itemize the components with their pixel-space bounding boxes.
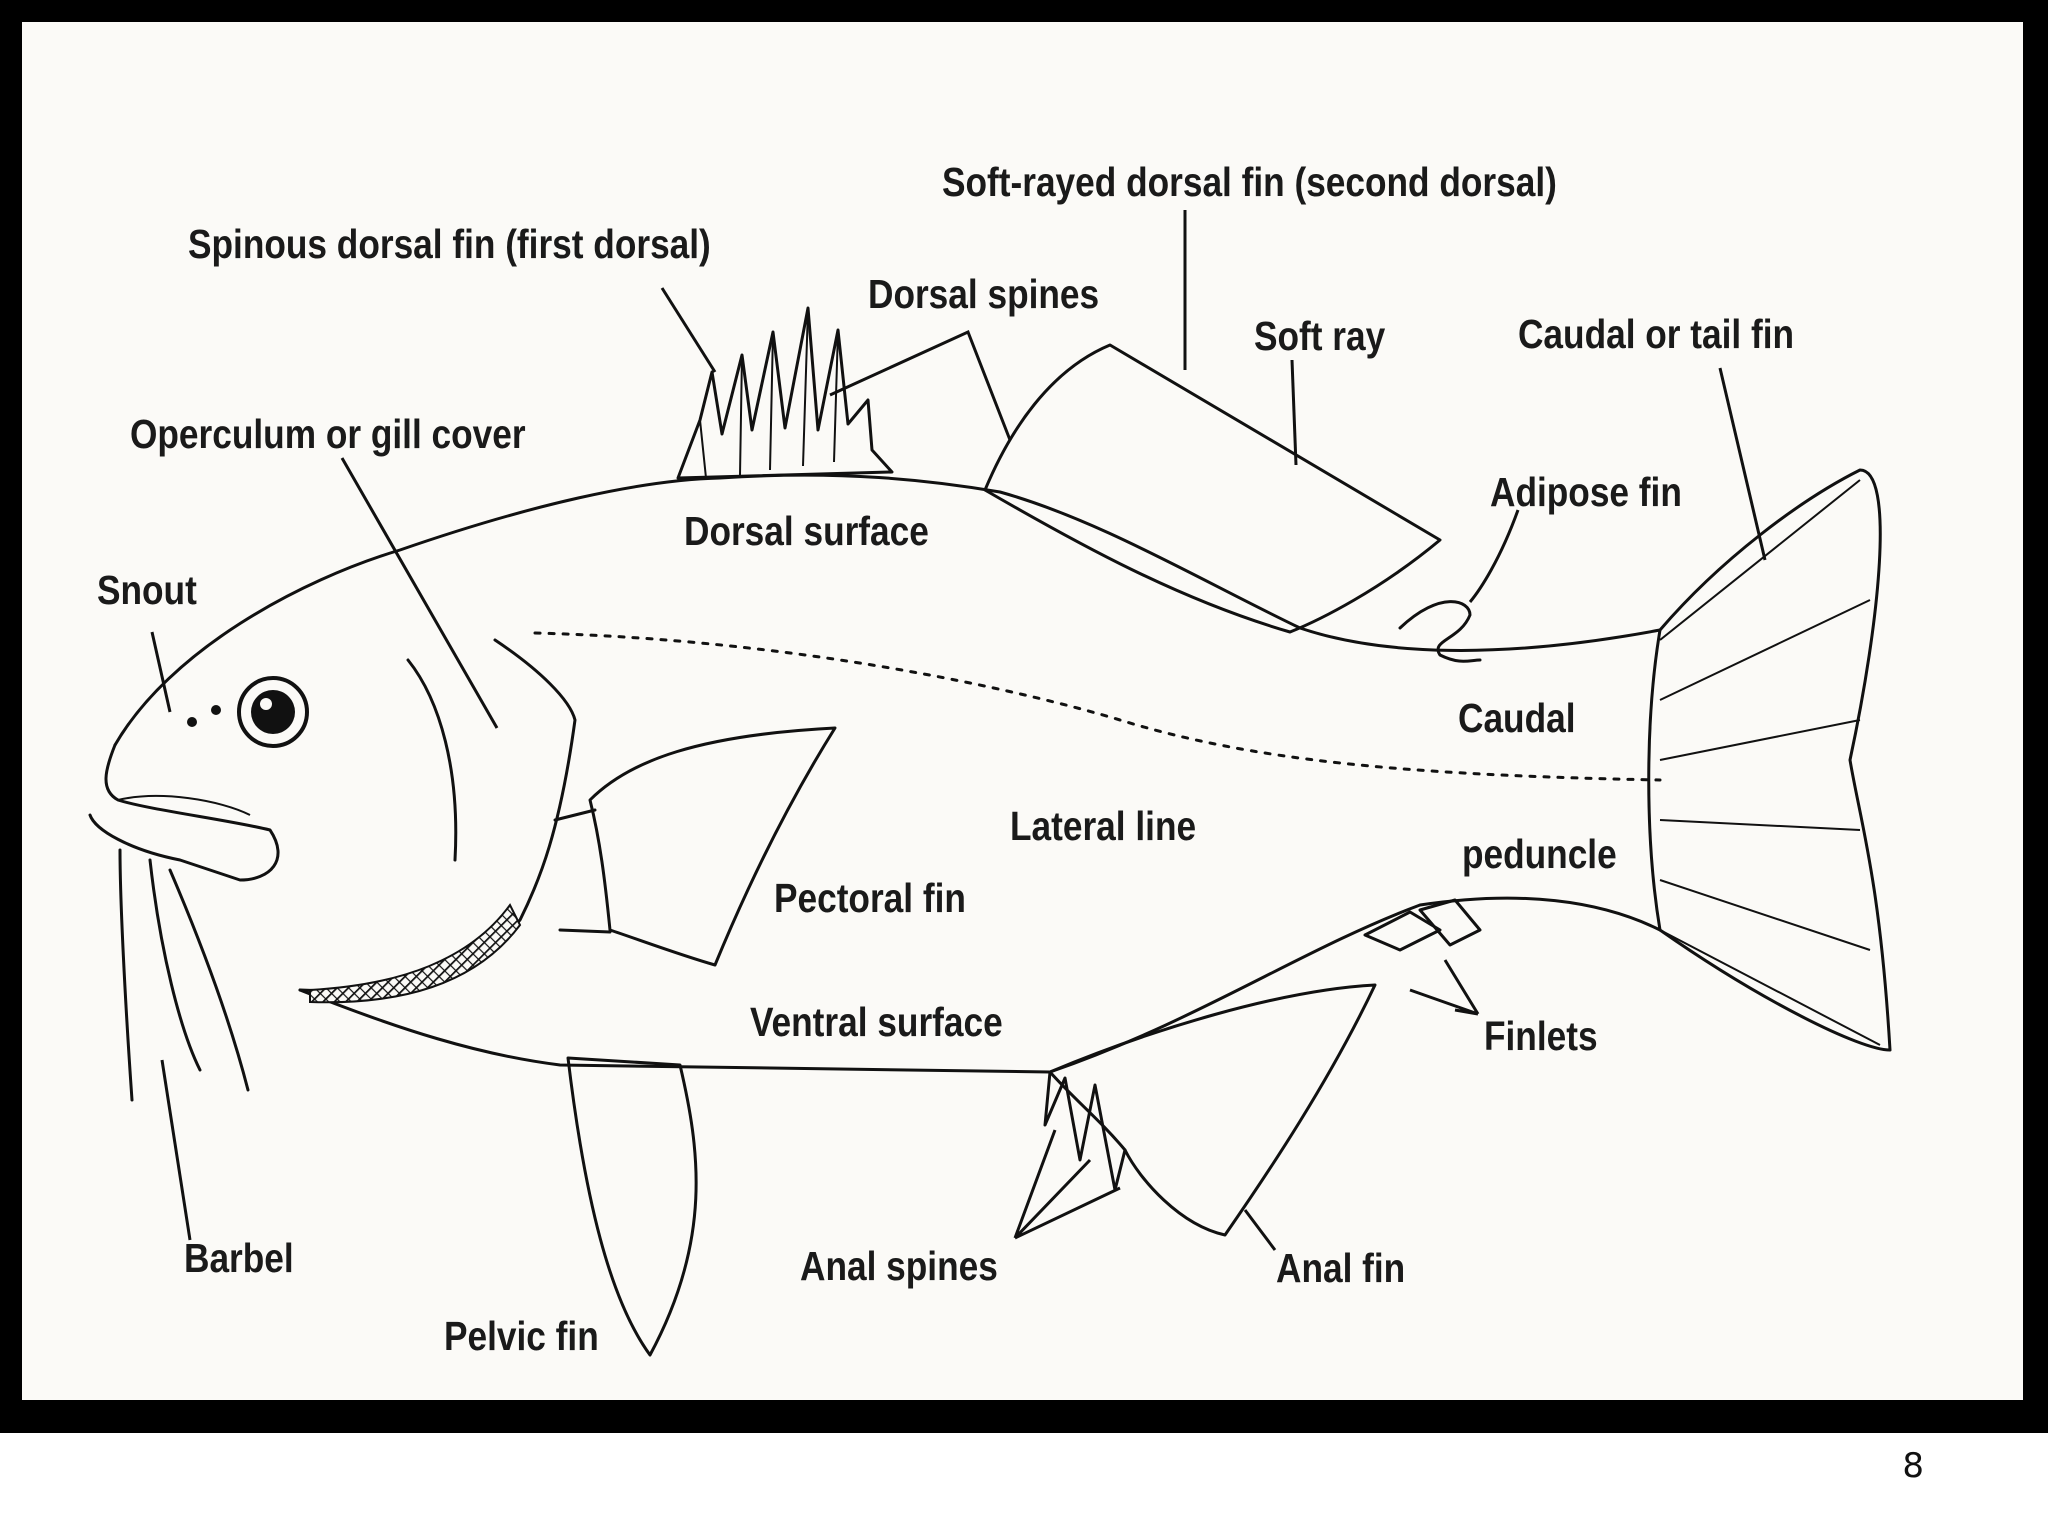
diagram-panel xyxy=(22,22,2023,1400)
label-soft-ray: Soft ray xyxy=(1254,314,1386,360)
leader-lines xyxy=(150,210,1767,1251)
pelvic-fin xyxy=(566,1056,698,1357)
label-dorsal-spines: Dorsal spines xyxy=(868,272,1099,318)
label-pelvic-fin: Pelvic fin xyxy=(444,1314,599,1360)
label-peduncle: peduncle xyxy=(1462,832,1617,878)
finlets xyxy=(1363,898,1482,952)
label-caudal: Caudal xyxy=(1458,696,1575,742)
fish-anatomy-diagram: Soft-rayed dorsal fin (second dorsal) Sp… xyxy=(88,160,1892,1360)
soft-rayed-dorsal-fin xyxy=(983,343,1442,634)
lateral-line xyxy=(533,631,1662,782)
label-adipose-fin: Adipose fin xyxy=(1490,470,1682,516)
pectoral-fin xyxy=(553,726,837,967)
fish-body xyxy=(88,473,1662,1102)
eye xyxy=(187,676,309,748)
label-finlets: Finlets xyxy=(1484,1014,1598,1060)
page-number: 8 xyxy=(1902,1446,1924,1486)
adipose-fin xyxy=(1398,600,1482,663)
label-spinous-dorsal-fin: Spinous dorsal fin (first dorsal) xyxy=(188,222,711,268)
label-dorsal-surface: Dorsal surface xyxy=(684,509,929,555)
spinous-dorsal-fin xyxy=(676,306,894,480)
label-barbel: Barbel xyxy=(184,1236,294,1282)
label-lateral-line: Lateral line xyxy=(1010,804,1196,850)
label-caudal-tail-fin: Caudal or tail fin xyxy=(1518,312,1794,358)
label-snout: Snout xyxy=(97,568,197,614)
label-ventral-surface: Ventral surface xyxy=(750,1000,1003,1046)
label-anal-spines: Anal spines xyxy=(800,1244,998,1290)
caudal-fin xyxy=(1647,468,1892,1052)
label-pectoral-fin: Pectoral fin xyxy=(774,876,966,922)
label-operculum: Operculum or gill cover xyxy=(130,412,526,458)
labels: Soft-rayed dorsal fin (second dorsal) Sp… xyxy=(97,160,1794,1360)
label-anal-fin: Anal fin xyxy=(1276,1246,1405,1292)
anal-fin xyxy=(1043,983,1377,1237)
label-soft-rayed-dorsal-fin: Soft-rayed dorsal fin (second dorsal) xyxy=(942,160,1557,206)
